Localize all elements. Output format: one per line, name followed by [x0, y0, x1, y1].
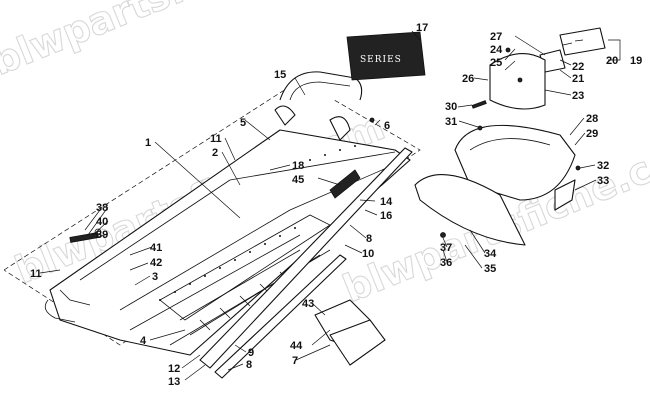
callout-44: 44 [290, 340, 303, 352]
callout-26: 26 [462, 73, 474, 85]
watermark-text-top: blwpartsfiche.com [0, 0, 367, 84]
rivets [159, 145, 356, 301]
callout-19: 19 [630, 55, 642, 67]
callout-27: 27 [490, 31, 502, 43]
callout-45: 45 [292, 174, 304, 186]
callout-39: 39 [96, 229, 108, 241]
callout-41: 41 [150, 242, 162, 254]
callout-25: 25 [490, 57, 502, 69]
callout-15: 15 [274, 69, 286, 81]
callout-36: 36 [440, 257, 452, 269]
callout-7: 7 [292, 355, 298, 367]
callout-22: 22 [572, 61, 584, 73]
callout-3: 3 [152, 271, 158, 283]
callout-42: 42 [150, 257, 162, 269]
hardware [369, 47, 581, 238]
callout-2: 2 [212, 147, 218, 159]
tunnel-emblem [329, 169, 361, 199]
callout-37: 37 [440, 242, 452, 254]
callout-14: 14 [380, 196, 393, 208]
callout-13: 13 [168, 376, 180, 388]
callout-10: 10 [362, 248, 374, 260]
callout-23: 23 [572, 90, 584, 102]
callout-4: 4 [140, 335, 147, 347]
callout-40: 40 [96, 216, 108, 228]
callout-8-rail: 8 [366, 233, 372, 245]
callout-20: 20 [606, 55, 618, 67]
callout-5: 5 [240, 117, 246, 129]
callout-34: 34 [484, 248, 497, 260]
series-decal: SERIES [346, 31, 426, 81]
rear-hood [414, 124, 576, 246]
callout-43: 43 [302, 298, 314, 310]
callout-17: 17 [416, 22, 428, 34]
callout-9: 9 [248, 347, 254, 359]
callout-1: 1 [145, 137, 151, 149]
callout-30: 30 [445, 101, 457, 113]
leader-lines [39, 30, 621, 381]
grommet [94, 228, 102, 236]
callout-labels: 1 2 3 4 5 6 7 8 8 8 9 10 11 11 12 13 14 … [30, 22, 642, 388]
callout-28: 28 [586, 113, 598, 125]
decal-text: SERIES [360, 55, 402, 65]
seat-cushion [489, 53, 546, 110]
callout-18: 18 [292, 160, 304, 172]
callout-31: 31 [445, 116, 457, 128]
callout-6: 6 [384, 120, 390, 132]
callout-35: 35 [484, 263, 496, 275]
callout-38: 38 [96, 202, 108, 214]
callout-12: 12 [168, 363, 180, 375]
callout-33: 33 [597, 175, 609, 187]
side-rails [199, 147, 413, 379]
callout-32: 32 [597, 160, 609, 172]
callout-8-bottom: 8 [246, 359, 252, 371]
callout-21: 21 [572, 73, 584, 85]
tunnel-plate [329, 319, 386, 366]
taillight-assembly [539, 27, 606, 73]
callout-29: 29 [586, 128, 598, 140]
callout-11-left: 11 [30, 268, 42, 280]
callout-11-top: 11 [210, 133, 222, 145]
callout-16: 16 [380, 210, 392, 222]
callout-24: 24 [490, 44, 503, 56]
